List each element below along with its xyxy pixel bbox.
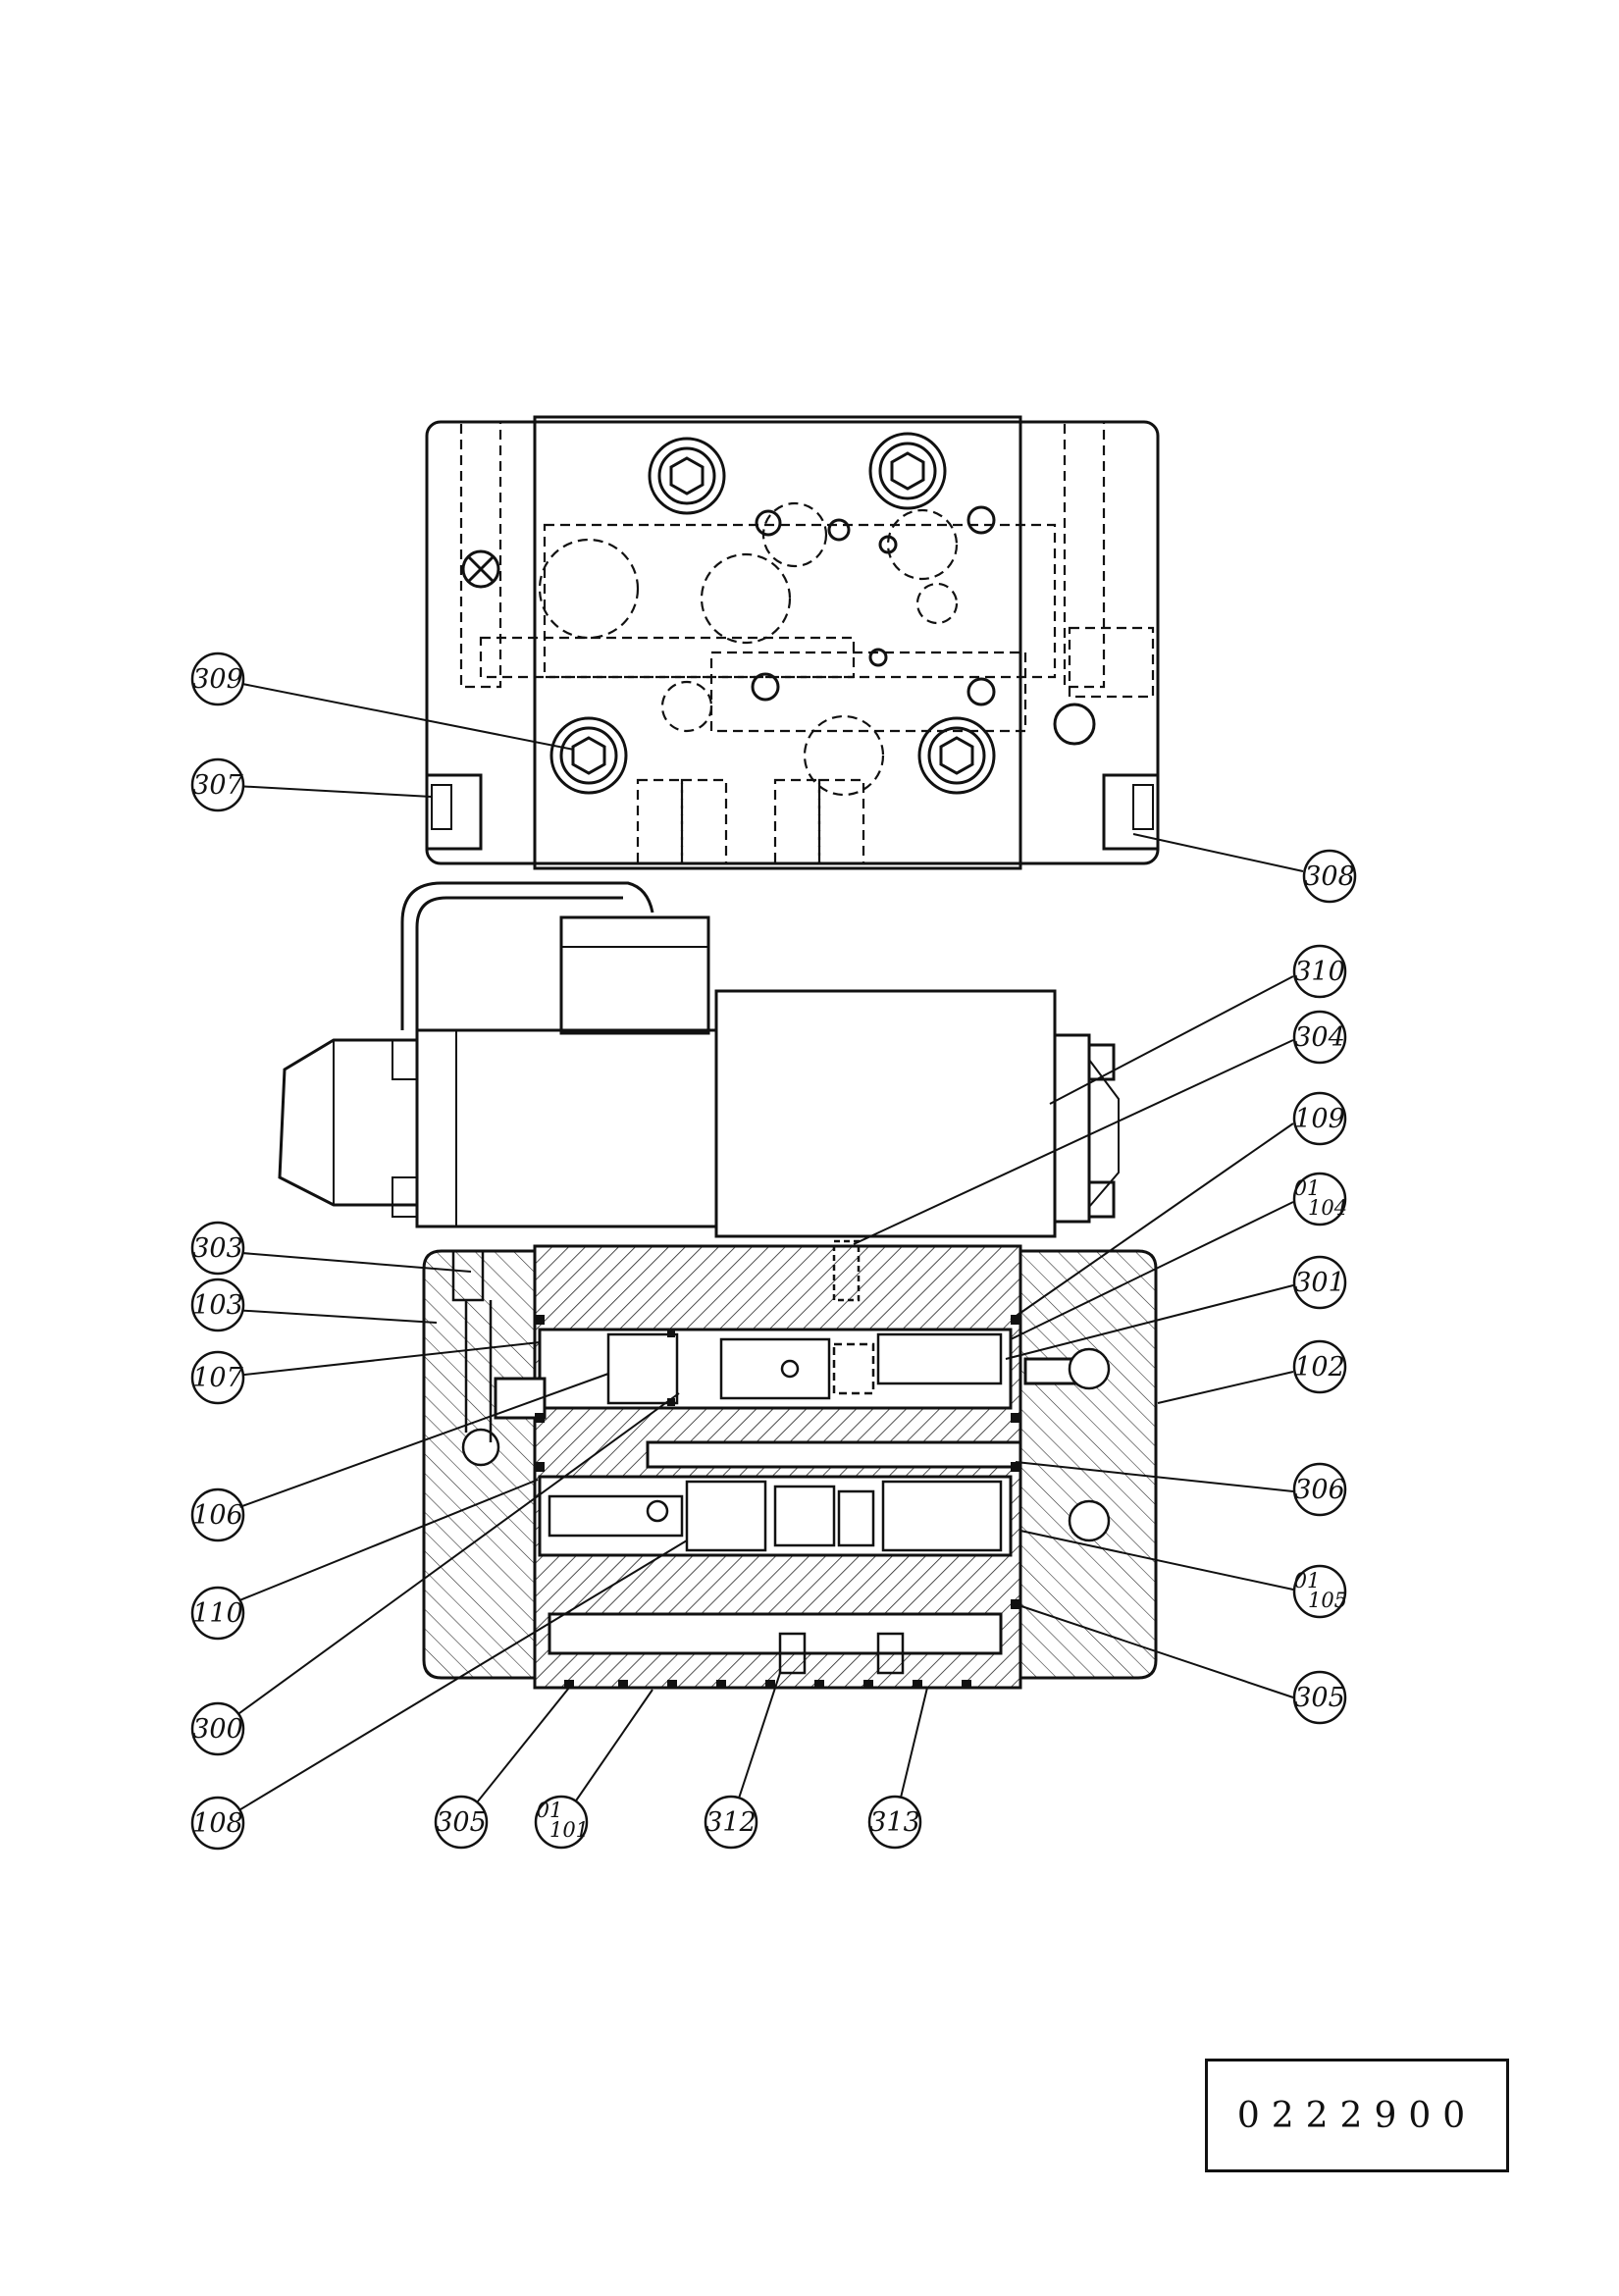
top-view bbox=[425, 415, 1160, 870]
callout-102: 102 bbox=[1292, 1339, 1347, 1394]
cable-conduit bbox=[400, 881, 654, 1030]
drawing-number: 0222900 bbox=[1236, 2095, 1478, 2136]
callout-103: 103 bbox=[190, 1278, 245, 1332]
svg-text:101: 101 bbox=[549, 1818, 589, 1842]
svg-text:313: 313 bbox=[869, 1807, 920, 1838]
svg-text:109: 109 bbox=[1294, 1104, 1345, 1134]
callout-308: 308 bbox=[1302, 849, 1357, 904]
bolt-head-icon bbox=[868, 432, 947, 510]
svg-text:108: 108 bbox=[192, 1808, 243, 1839]
valve-body-side bbox=[714, 989, 1057, 1238]
svg-text:01: 01 bbox=[1294, 1569, 1321, 1592]
section-view bbox=[422, 1239, 1158, 1690]
svg-text:103: 103 bbox=[192, 1290, 243, 1321]
callout-110: 110 bbox=[190, 1586, 245, 1641]
svg-text:309: 309 bbox=[192, 664, 243, 695]
svg-text:305: 305 bbox=[436, 1807, 487, 1838]
callout-303: 303 bbox=[190, 1221, 245, 1276]
callout-107: 107 bbox=[190, 1350, 245, 1405]
svg-text:106: 106 bbox=[192, 1500, 243, 1531]
svg-text:307: 307 bbox=[192, 770, 243, 801]
svg-text:301: 301 bbox=[1294, 1268, 1345, 1298]
callout-307: 307 bbox=[190, 757, 245, 812]
callout-312: 312 bbox=[704, 1795, 758, 1850]
bolt-head-icon bbox=[648, 437, 726, 515]
callout-106: 106 bbox=[190, 1487, 245, 1542]
svg-text:303: 303 bbox=[192, 1233, 243, 1264]
svg-text:304: 304 bbox=[1294, 1022, 1345, 1053]
svg-text:107: 107 bbox=[192, 1363, 243, 1393]
svg-text:102: 102 bbox=[1294, 1352, 1345, 1383]
svg-text:01: 01 bbox=[1294, 1176, 1321, 1200]
callout-306: 306 bbox=[1292, 1462, 1347, 1517]
svg-text:306: 306 bbox=[1294, 1475, 1345, 1505]
svg-text:300: 300 bbox=[192, 1714, 243, 1745]
callout-313: 313 bbox=[867, 1795, 922, 1850]
svg-text:110: 110 bbox=[192, 1598, 243, 1629]
svg-text:104: 104 bbox=[1308, 1196, 1347, 1220]
callout-305-bottom: 305 bbox=[434, 1795, 489, 1850]
top-view-outline bbox=[425, 420, 1160, 865]
callout-310: 310 bbox=[1292, 944, 1347, 999]
solenoid-coil-housing bbox=[415, 1028, 718, 1228]
bolt-head-icon bbox=[549, 716, 628, 795]
svg-text:105: 105 bbox=[1308, 1589, 1347, 1612]
callout-109: 109 bbox=[1292, 1091, 1347, 1146]
svg-text:312: 312 bbox=[705, 1807, 757, 1838]
callout-108: 108 bbox=[190, 1796, 245, 1851]
drawing-number-box: 0222900 bbox=[1205, 2059, 1509, 2172]
leader-lines bbox=[217, 678, 1304, 1824]
callout-305-right: 305 bbox=[1292, 1670, 1347, 1725]
callout-309: 309 bbox=[190, 652, 245, 706]
connector-box bbox=[559, 915, 710, 1035]
top-view-center-block bbox=[533, 415, 1022, 870]
callout-304: 304 bbox=[1292, 1010, 1347, 1065]
svg-text:01: 01 bbox=[537, 1799, 563, 1822]
svg-text:308: 308 bbox=[1304, 861, 1355, 892]
svg-text:305: 305 bbox=[1294, 1683, 1345, 1713]
solenoid-view bbox=[278, 881, 1120, 1238]
bolt-head-icon bbox=[917, 716, 996, 795]
solenoid-end-cap bbox=[278, 1038, 419, 1207]
callout-301: 301 bbox=[1292, 1255, 1347, 1310]
svg-text:310: 310 bbox=[1294, 957, 1345, 987]
callout-300: 300 bbox=[190, 1701, 245, 1756]
